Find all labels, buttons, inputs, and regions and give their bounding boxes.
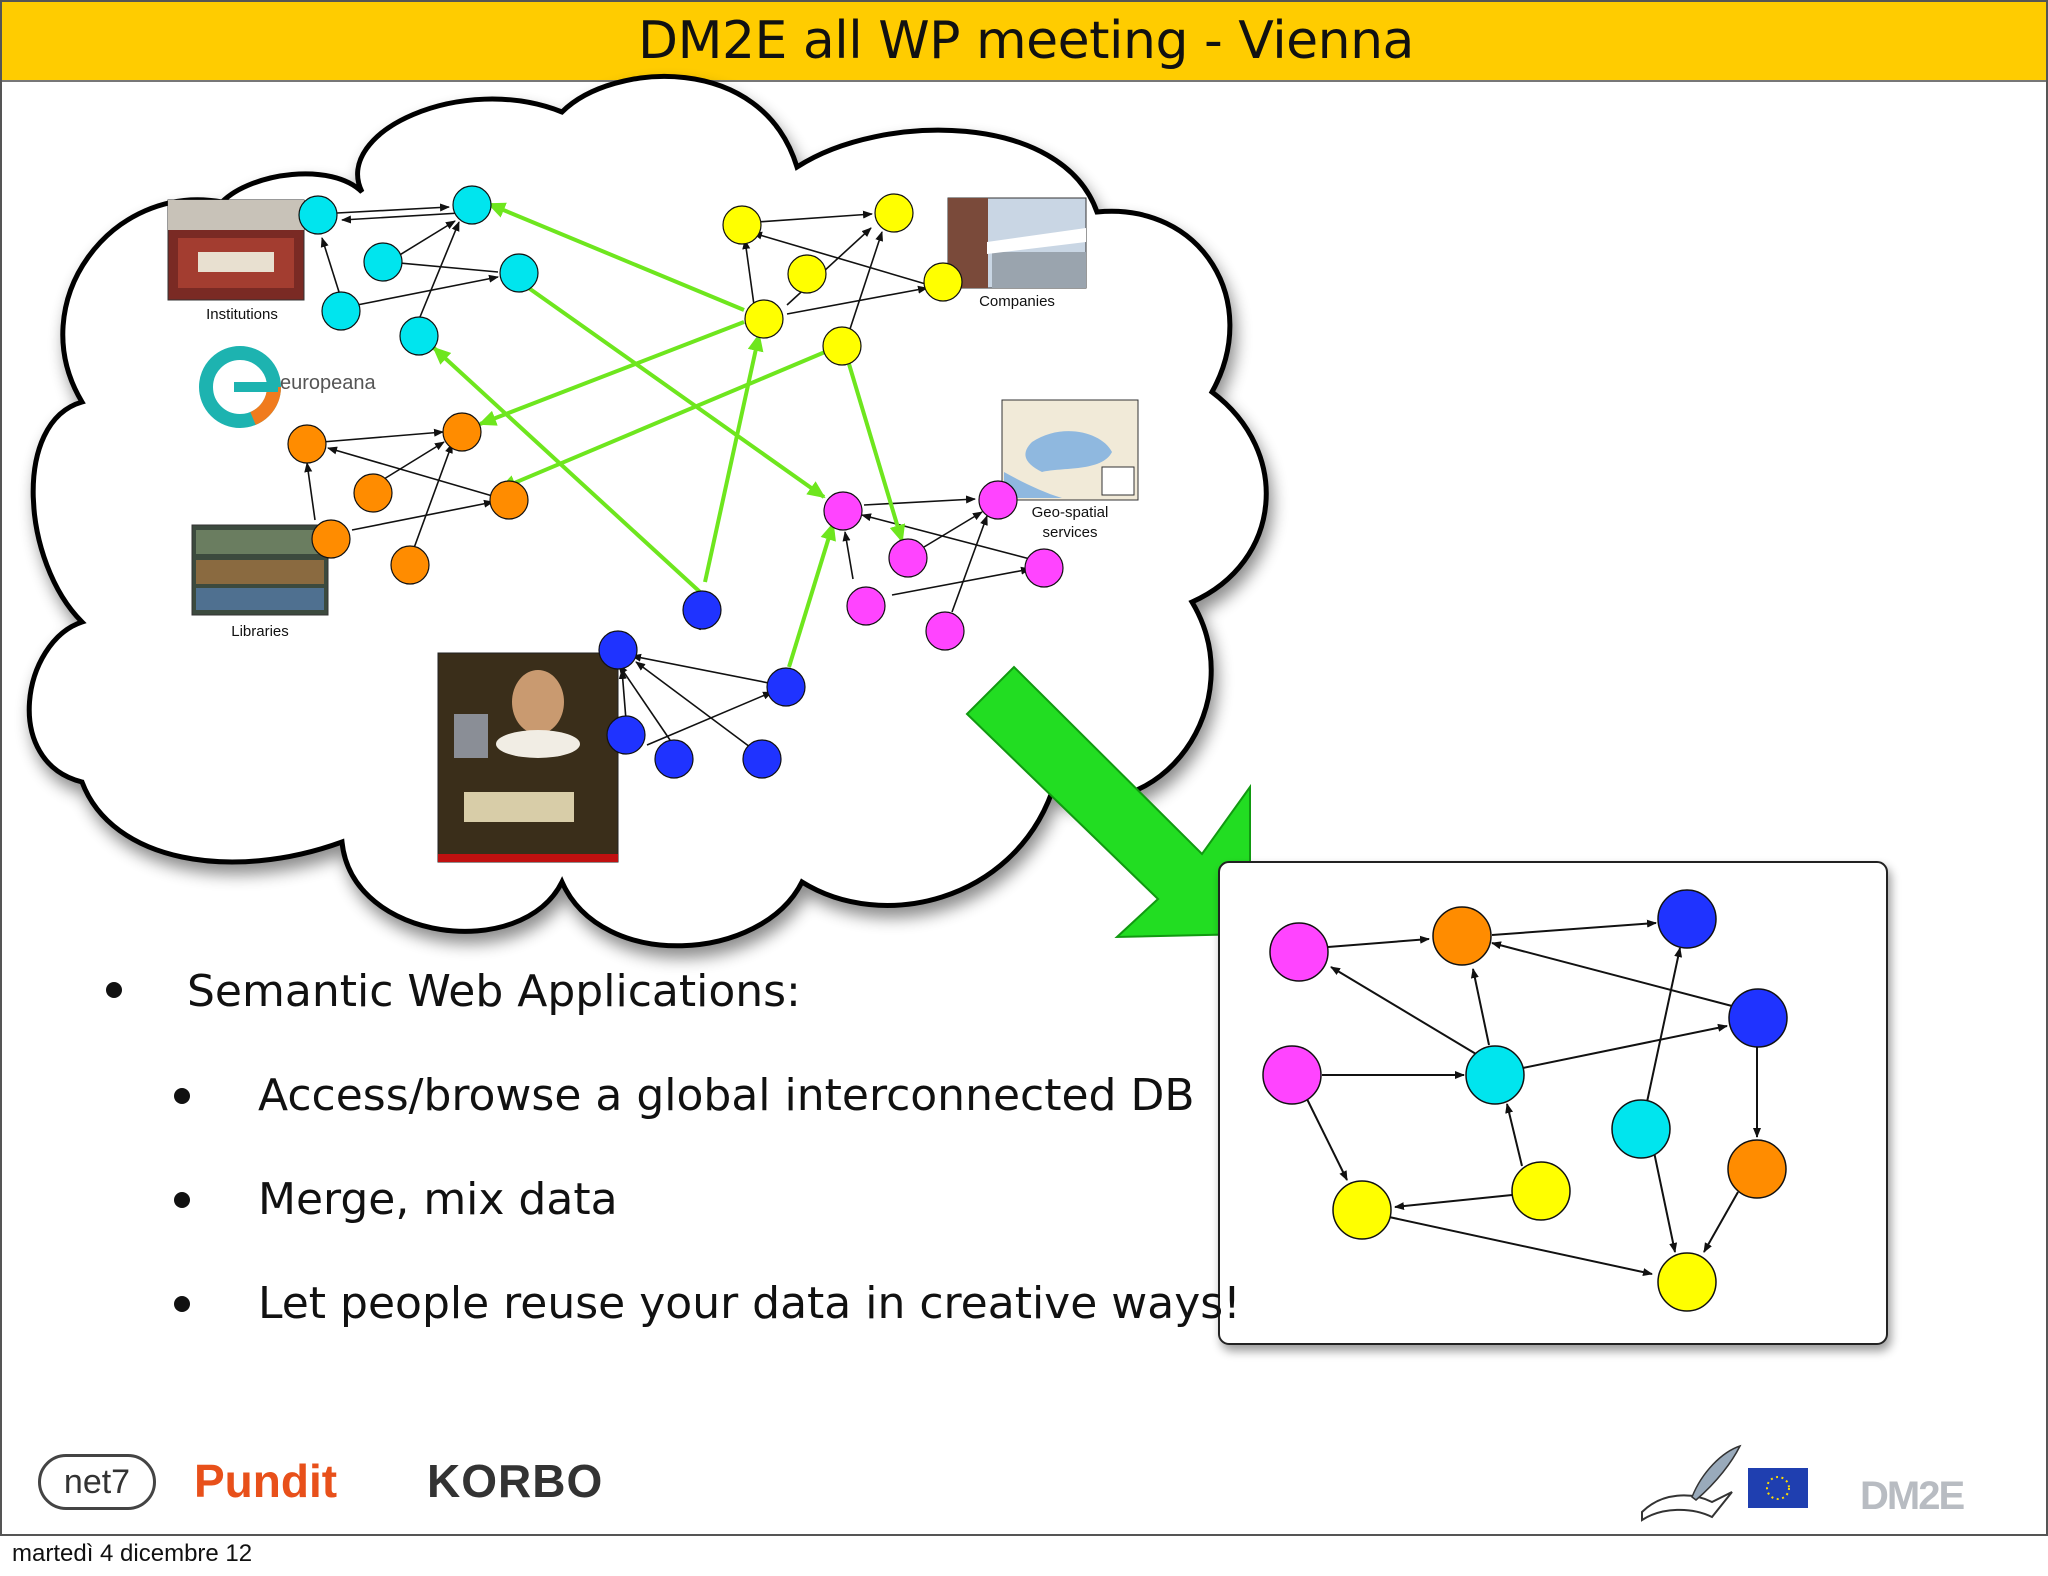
merged-edges bbox=[1306, 919, 1761, 1277]
title-bar: DM2E all WP meeting - Vienna bbox=[2, 2, 2046, 82]
painting-image bbox=[437, 652, 619, 863]
net7-logo: net7 bbox=[38, 1454, 156, 1510]
big-green-arrow bbox=[965, 665, 1251, 939]
merged-nodes bbox=[1262, 889, 1788, 1312]
bullet-dot-sub-3 bbox=[174, 1296, 190, 1312]
eu-flag-icon bbox=[1748, 1468, 1808, 1508]
institutions-photo bbox=[167, 199, 305, 301]
korbo-logo: KORBO bbox=[427, 1455, 604, 1507]
cloud-edges bbox=[304, 203, 1031, 751]
bullet-dot-main bbox=[106, 982, 122, 998]
green-links bbox=[432, 202, 906, 668]
institutions-label: Institutions bbox=[206, 306, 278, 323]
geo-label-line1: Geo-spatial bbox=[1031, 504, 1109, 521]
bullet-dot-sub-2 bbox=[174, 1192, 190, 1208]
slide-title: DM2E all WP meeting - Vienna bbox=[638, 11, 1414, 71]
companies-label: Companies bbox=[979, 293, 1055, 310]
pundit-logo: Pundit bbox=[194, 1455, 338, 1507]
bullet-main: Semantic Web Applications: bbox=[187, 966, 801, 1017]
bullet-dot-sub-1 bbox=[174, 1088, 190, 1104]
linked-data-diagram bbox=[26, 73, 1888, 1345]
geo-label-line2: services bbox=[1042, 524, 1098, 541]
companies-photo bbox=[947, 197, 1087, 289]
europeana-wordmark: europeana bbox=[280, 372, 376, 394]
dm2e-logo: DM2E bbox=[1860, 1474, 1965, 1518]
bullet-sub-2: Merge, mix data bbox=[258, 1174, 618, 1225]
slide: DM2E all WP meeting - Vienna bbox=[0, 0, 2048, 1536]
libraries-label: Libraries bbox=[231, 623, 289, 640]
footer-date: martedì 4 dicembre 12 bbox=[12, 1540, 253, 1567]
quill-book-icon bbox=[1641, 1444, 1742, 1522]
cloud-nodes bbox=[287, 185, 1064, 779]
bullet-sub-1: Access/browse a global interconnected DB bbox=[258, 1070, 1195, 1121]
bullet-sub-3: Let people reuse your data in creative w… bbox=[258, 1278, 1241, 1329]
libraries-photo bbox=[191, 524, 329, 616]
geo-map-image bbox=[1001, 399, 1139, 501]
europeana-logo bbox=[199, 346, 281, 428]
